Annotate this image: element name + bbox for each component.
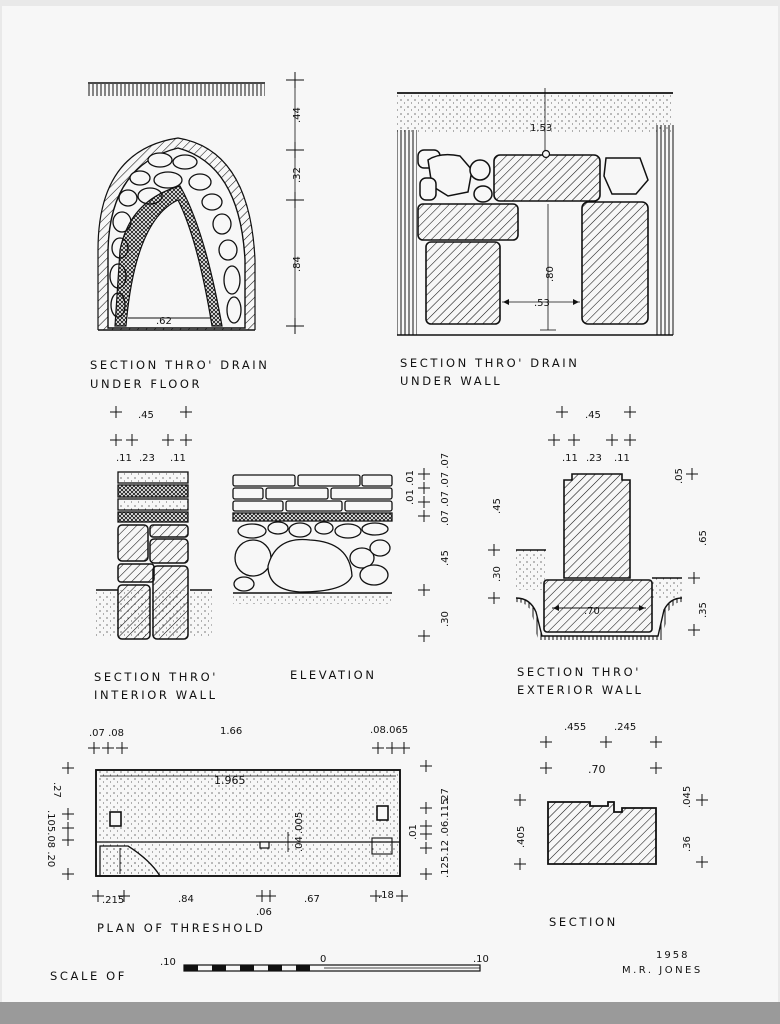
scale-zero-value: 0: [320, 954, 326, 965]
dim-interior-11a: .11: [116, 453, 132, 464]
dim-section-045: .045: [682, 786, 693, 808]
caption-interior-line2: INTERIOR WALL: [94, 688, 218, 702]
caption-exterior-line1: SECTION THRO': [517, 665, 641, 679]
threshold-section-drawing: [514, 736, 708, 870]
dim-plan-84: .84: [178, 894, 194, 905]
dim-plan-27-left: .27: [51, 782, 62, 798]
dim-drain-floor-62: .62: [156, 316, 172, 327]
dim-section-70: .70: [588, 763, 606, 776]
scale-label: SCALE OF: [50, 969, 127, 983]
dim-section-405: .405: [516, 826, 527, 848]
dim-drain-wall-153: 1.53: [530, 123, 552, 134]
elevation-drawing: [232, 468, 430, 642]
dim-plan-1965: 1.965: [214, 774, 246, 787]
interior-wall-drawing: [96, 406, 212, 640]
caption-exterior-line2: EXTERIOR WALL: [517, 683, 644, 697]
dim-plan-06: .06: [256, 907, 272, 918]
dim-elevation-45: .45: [440, 550, 451, 566]
caption-section: SECTION: [549, 915, 618, 929]
exterior-wall-drawing: [488, 406, 700, 640]
dim-plan-18: .18: [378, 890, 394, 901]
scale-bar: [183, 964, 481, 972]
dim-exterior-70: .70: [584, 606, 600, 617]
dim-exterior-23: .23: [586, 453, 602, 464]
signature-author: M.R. JONES: [622, 965, 703, 976]
dim-plan-215: .215: [102, 895, 124, 906]
dim-exterior-30: .30: [492, 566, 503, 582]
dim-plan-67: .67: [304, 894, 320, 905]
caption-elevation: ELEVATION: [290, 668, 377, 682]
dim-elevation-01: .01 .01: [405, 470, 416, 505]
dim-plan-27-right: .27: [440, 788, 451, 804]
dim-interior-45: .45: [138, 410, 154, 421]
dim-exterior-11a: .11: [562, 453, 578, 464]
caption-drain-floor-line2: UNDER FLOOR: [90, 377, 202, 391]
scale-right-value: .10: [473, 954, 489, 965]
caption-interior-line1: SECTION THRO': [94, 670, 218, 684]
dim-section-36: .36: [682, 836, 693, 852]
dim-interior-11b: .11: [170, 453, 186, 464]
dim-exterior-45-top: .45: [585, 410, 601, 421]
dim-exterior-35: .35: [698, 602, 709, 618]
dim-interior-23: .23: [139, 453, 155, 464]
dim-plan-166: 1.66: [220, 726, 242, 737]
drain-under-floor-drawing: [88, 72, 304, 334]
caption-plan: PLAN OF THRESHOLD: [97, 921, 265, 935]
dim-drain-floor-84: .84: [292, 256, 303, 272]
dim-plan-04: .04: [294, 836, 305, 852]
signature-year: 1958: [656, 950, 689, 961]
dim-drain-floor-44: .44: [292, 107, 303, 123]
dim-exterior-45: .45: [492, 498, 503, 514]
dim-section-455: .455: [564, 722, 586, 733]
caption-drain-floor-line1: SECTION THRO' DRAIN: [90, 358, 270, 372]
dim-plan-left-stack: .105.08 .20: [45, 810, 56, 867]
dim-exterior-65: .65: [698, 530, 709, 546]
dim-exterior-05: .05: [674, 468, 685, 484]
dim-elevation-07: .07 .07 .07 .07: [440, 453, 451, 526]
dim-plan-08065: .08.065: [370, 725, 408, 736]
threshold-plan-drawing: [62, 742, 432, 902]
bottom-edge: [0, 1002, 780, 1024]
scale-left-value: .10: [160, 957, 176, 968]
dim-drain-wall-53: .53: [534, 298, 550, 309]
drain-under-wall-drawing: [397, 88, 675, 336]
dim-drain-wall-80: .80: [545, 266, 556, 282]
dim-elevation-30: .30: [440, 611, 451, 627]
dim-exterior-11b: .11: [614, 453, 630, 464]
caption-drain-wall-line2: UNDER WALL: [400, 374, 502, 388]
dim-section-245: .245: [614, 722, 636, 733]
dim-plan-right-stack: .125.12 .06.115: [440, 798, 451, 878]
caption-drain-wall-line1: SECTION THRO' DRAIN: [400, 356, 580, 370]
dim-plan-005: .005: [294, 812, 305, 834]
dim-plan-0708: .07 .08: [89, 728, 124, 739]
dim-drain-floor-32: .32: [292, 167, 303, 183]
dim-plan-01: .01: [408, 824, 419, 840]
